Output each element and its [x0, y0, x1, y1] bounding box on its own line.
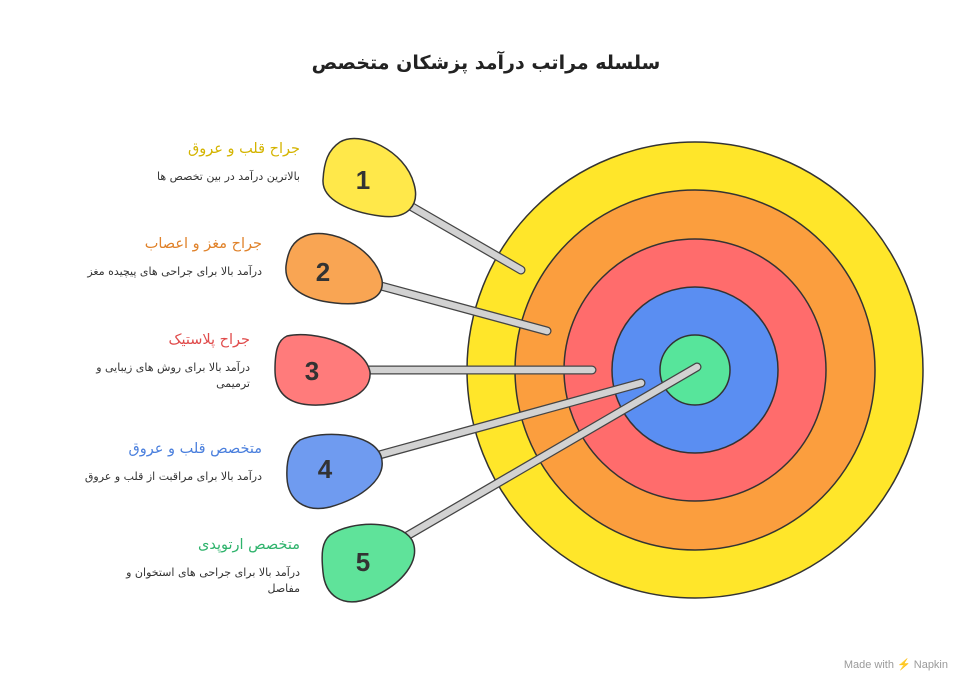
label-2: جراح مغز و اعصاب درآمد بالا برای جراحی ه…	[32, 236, 262, 280]
napkin-watermark: Made with ⚡ Napkin	[843, 659, 948, 671]
label-5: متخصص ارتوپدی درآمد بالا برای جراحی های …	[100, 537, 300, 597]
label-4-description: درآمد بالا برای مراقبت از قلب و عروق	[84, 470, 262, 483]
dart-number-4: 4	[318, 454, 333, 484]
label-1-heading: جراح قلب و عروق	[187, 141, 300, 157]
diagram-title: سلسله مراتب درآمد پزشکان متخصص	[311, 52, 661, 74]
label-2-heading: جراح مغز و اعصاب	[144, 236, 262, 252]
label-4-heading: متخصص قلب و عروق	[128, 441, 262, 457]
dart-head-1	[322, 137, 417, 218]
dart-head-3	[274, 334, 371, 406]
dart-number-3: 3	[305, 356, 319, 386]
dart-number-2: 2	[316, 257, 330, 287]
dart-head-4	[286, 433, 383, 510]
label-3-heading: جراح پلاستیک	[168, 332, 250, 348]
label-4: متخصص قلب و عروق درآمد بالا برای مراقبت …	[32, 441, 262, 485]
label-3-description: درآمد بالا برای روش های زیبایی و ترمیمی	[96, 361, 250, 390]
label-1-description: بالاترین درآمد در بین تخصص ها	[157, 170, 300, 183]
dart-number-5: 5	[356, 547, 370, 577]
label-5-heading: متخصص ارتوپدی	[197, 537, 300, 553]
label-3: جراح پلاستیک درآمد بالا برای روش های زیب…	[70, 332, 250, 392]
dart-number-1: 1	[356, 165, 370, 195]
dart-head-5	[321, 523, 416, 603]
label-5-description: درآمد بالا برای جراحی های استخوان و مفاص…	[126, 566, 300, 595]
dart-head-2	[285, 232, 383, 305]
label-1: جراح قلب و عروق بالاترین درآمد در بین تخ…	[70, 141, 300, 185]
label-2-description: درآمد بالا برای جراحی های پیچیده مغز	[87, 265, 262, 278]
